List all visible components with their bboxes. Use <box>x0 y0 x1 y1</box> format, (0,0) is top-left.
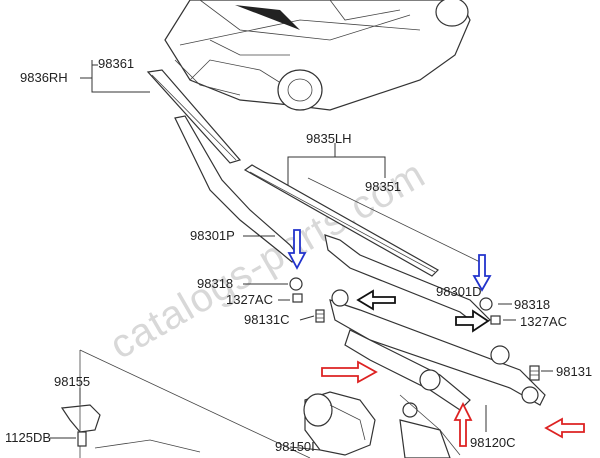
nut-1327ac-left <box>292 293 303 303</box>
black-arrow-upper <box>356 289 396 311</box>
label-98301d: 98301D <box>436 284 482 299</box>
bolt-98131 <box>529 365 540 381</box>
wiper-blade-rh <box>146 69 242 164</box>
label-1327ac-right: 1327AC <box>520 314 567 329</box>
label-9836rh: 9836RH <box>20 70 68 85</box>
bracket-98155 <box>60 349 311 458</box>
car-illustration <box>164 0 471 111</box>
wiper-linkage <box>329 289 546 458</box>
bolt-1125db <box>77 431 87 447</box>
nut-1327ac-right <box>490 315 501 325</box>
label-98318-right: 98318 <box>514 297 550 312</box>
label-98351: 98351 <box>365 179 401 194</box>
label-1327ac-left: 1327AC <box>226 292 273 307</box>
label-98301p: 98301P <box>190 228 235 243</box>
label-98318-left: 98318 <box>197 276 233 291</box>
bolt-98131c <box>315 309 325 323</box>
label-9835lh: 9835LH <box>306 131 352 146</box>
label-98155: 98155 <box>54 374 90 389</box>
red-arrow-right <box>544 417 585 439</box>
label-98120c: 98120C <box>470 435 516 450</box>
label-1125db: 1125DB <box>5 430 51 445</box>
wiper-motor <box>303 391 376 456</box>
red-arrow-bottom <box>453 401 473 447</box>
label-98361: 98361 <box>98 56 134 71</box>
label-98131: 98131 <box>556 364 592 379</box>
blue-arrow-right <box>472 254 492 292</box>
cap-98318-left <box>289 277 303 291</box>
cap-98318-right <box>479 297 493 311</box>
wiper-blade-lh <box>243 164 481 277</box>
black-arrow-lower <box>455 309 490 333</box>
label-98150i: 98150I <box>275 439 315 454</box>
label-98131c: 98131C <box>244 312 290 327</box>
blue-arrow-left <box>287 229 307 270</box>
leader-lines <box>50 60 553 451</box>
red-arrow-left <box>321 360 378 384</box>
